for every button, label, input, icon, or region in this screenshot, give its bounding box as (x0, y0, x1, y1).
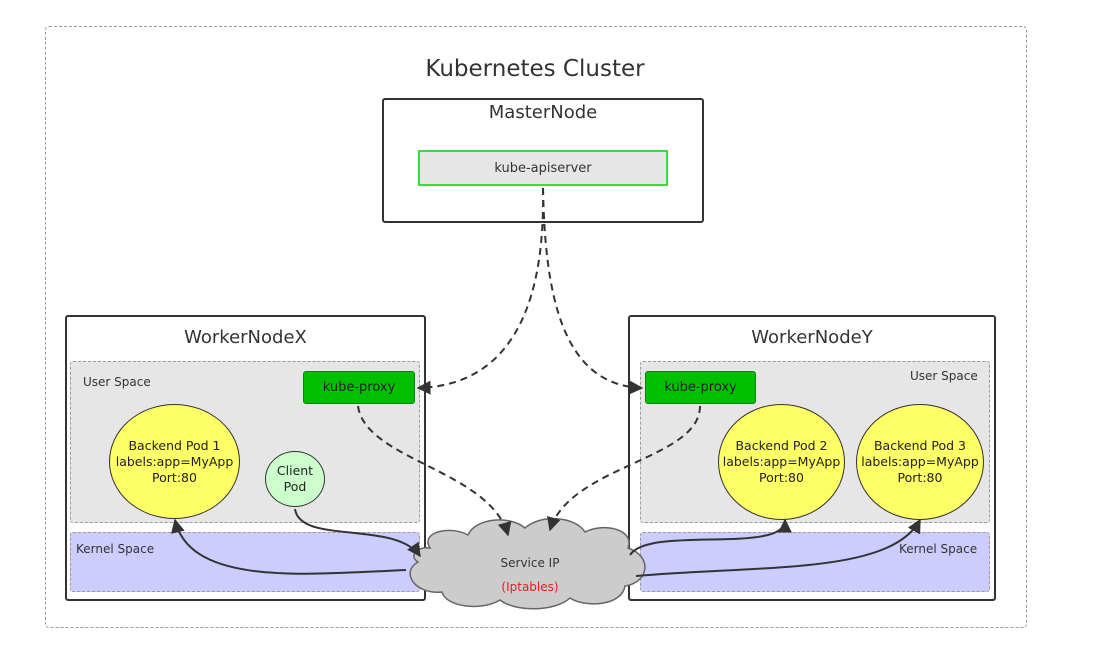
worker-x-kube-proxy: kube-proxy (303, 371, 415, 404)
client-pod: Client Pod (265, 451, 325, 507)
backend-pod-1: Backend Pod 1 labels:app=MyApp Port:80 (109, 404, 240, 519)
backend-pod-3-name: Backend Pod 3 (873, 438, 967, 453)
worker-x-kernel-space (70, 532, 420, 592)
backend-pod-3: Backend Pod 3 labels:app=MyApp Port:80 (856, 404, 984, 520)
edge-client-to-service (294, 508, 421, 558)
service-ip-label: Service IP (500, 556, 560, 570)
backend-pod-2-labels: labels:app=MyApp (722, 454, 841, 469)
cluster-boundary (45, 26, 1027, 628)
backend-pod-1-labels: labels:app=MyApp (115, 453, 234, 469)
edge-service-to-pod-1 (171, 518, 407, 575)
worker-x-kube-proxy-label: kube-proxy (322, 380, 396, 395)
backend-pod-1-port: Port:80 (152, 469, 197, 485)
cluster-title: Kubernetes Cluster (425, 56, 645, 82)
backend-pod-2-port: Port:80 (759, 470, 804, 485)
kube-apiserver-label: kube-apiserver (494, 160, 592, 176)
client-pod-line1: Client (276, 463, 314, 478)
edge-apiserver-to-proxy-y (542, 187, 644, 395)
worker-node-x-title: WorkerNodeX (184, 327, 307, 348)
edge-service-to-pod-2 (629, 518, 792, 556)
worker-y-kernel-space (640, 532, 990, 592)
service-ip-cloud (409, 517, 646, 610)
backend-pod-2: Backend Pod 2 labels:app=MyApp Port:80 (718, 404, 845, 520)
worker-y-kernel-space-label: Kernel Space (899, 542, 978, 556)
edge-proxy-y-to-service (547, 405, 701, 532)
worker-node-y-title: WorkerNodeY (751, 327, 873, 348)
kube-apiserver: kube-apiserver (418, 150, 668, 186)
backend-pod-1-name: Backend Pod 1 (128, 437, 221, 453)
master-node-title: MasterNode (488, 102, 598, 123)
worker-y-kube-proxy: kube-proxy (645, 371, 756, 404)
worker-x-user-space-label: User Space (83, 375, 151, 389)
client-pod-line2: Pod (283, 479, 307, 494)
worker-y-user-space-label: User Space (910, 369, 978, 383)
iptables-label: (Iptables) (501, 580, 559, 594)
backend-pod-2-name: Backend Pod 2 (735, 438, 828, 453)
edge-proxy-x-to-service (357, 405, 512, 537)
backend-pod-3-labels: labels:app=MyApp (861, 454, 979, 469)
worker-y-kube-proxy-label: kube-proxy (664, 380, 737, 395)
edge-apiserver-to-proxy-x (416, 187, 545, 395)
backend-pod-3-port: Port:80 (897, 470, 943, 485)
edge-service-to-pod-3 (635, 518, 921, 577)
worker-x-kernel-space-label: Kernel Space (76, 542, 155, 556)
